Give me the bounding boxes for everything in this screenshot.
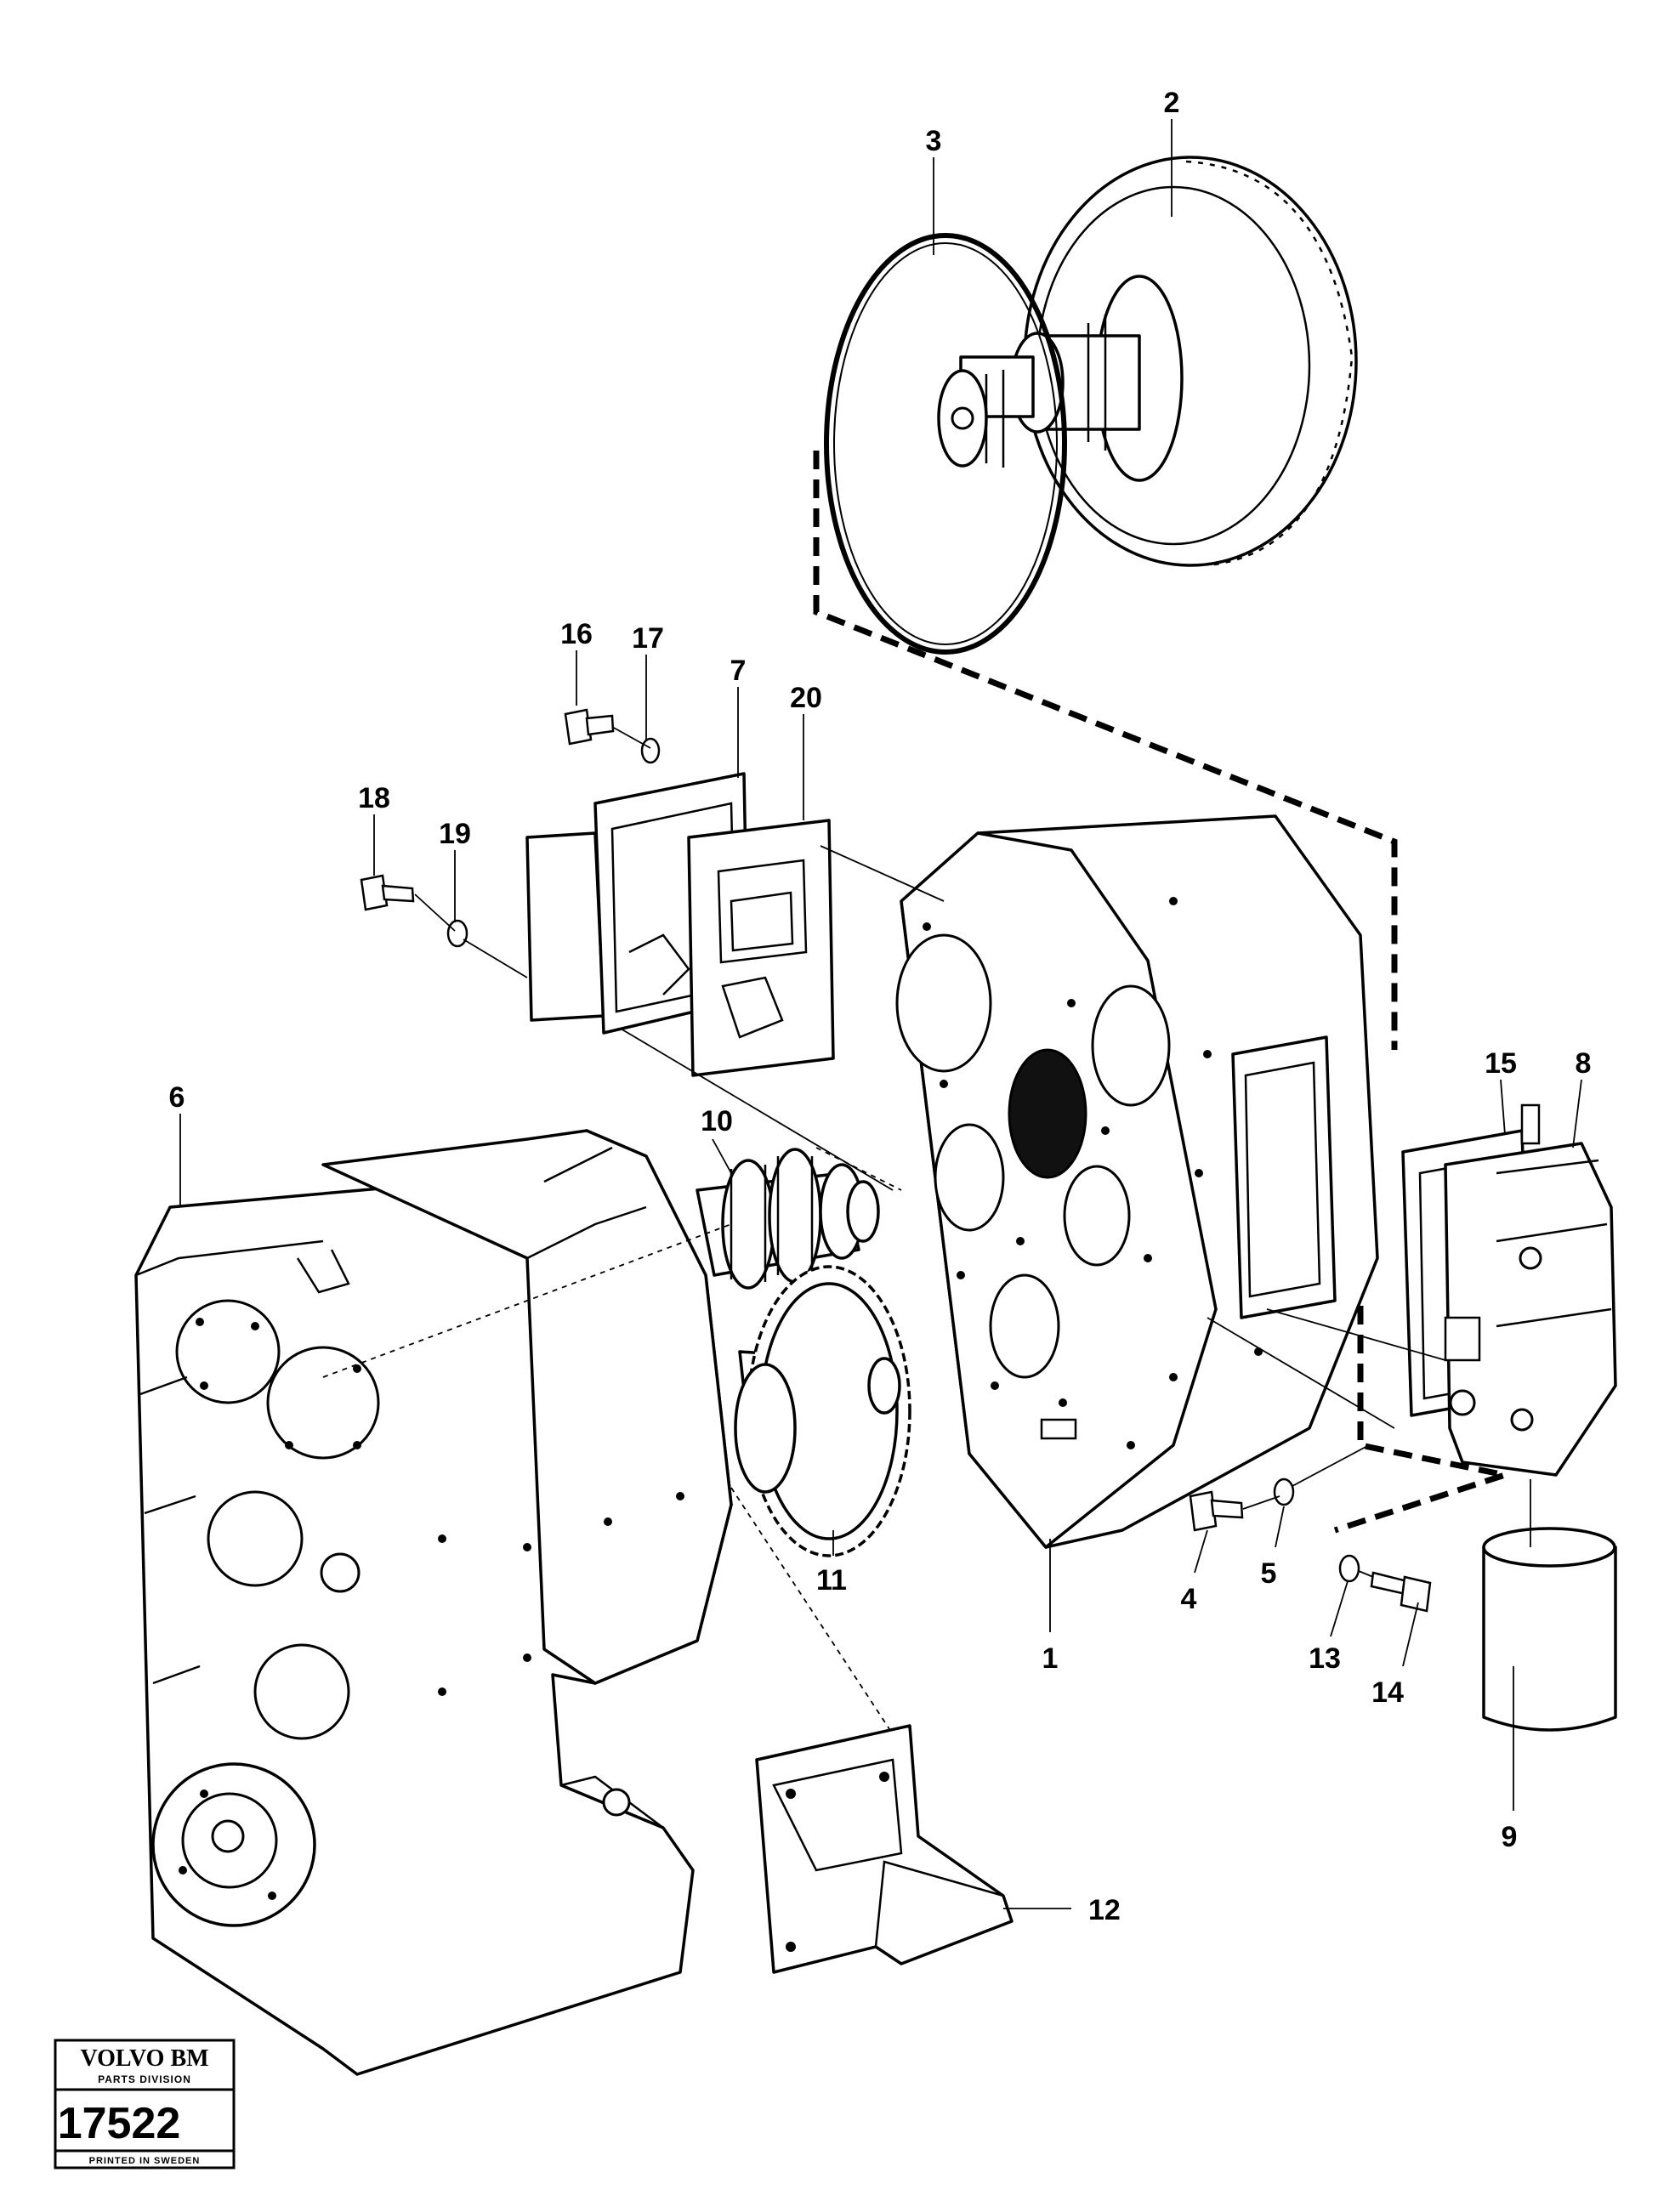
upper-gear-shaft — [696, 1148, 880, 1290]
callout-15: 15 — [1485, 1047, 1517, 1080]
callout-12: 12 — [1088, 1894, 1121, 1926]
callout-20: 20 — [790, 682, 822, 714]
lower-gear-shaft — [734, 1265, 911, 1557]
stamp-footer: PRINTED IN SWEDEN — [89, 2156, 201, 2166]
callout-leaders — [179, 119, 1582, 1909]
callout-6: 6 — [169, 1081, 185, 1114]
leader-lines — [322, 726, 1531, 1735]
callout-5: 5 — [1261, 1557, 1277, 1590]
bolt-16 — [564, 708, 615, 746]
transmission-housing — [895, 814, 1379, 1549]
callout-4: 4 — [1181, 1583, 1197, 1615]
washer-19 — [446, 919, 468, 948]
callout-7: 7 — [730, 655, 747, 687]
callout-2: 2 — [1164, 87, 1180, 119]
stamp-number: 17522 — [58, 2099, 181, 2148]
stamp-brand: VOLVO BM — [80, 2045, 208, 2072]
callout-8: 8 — [1576, 1047, 1592, 1080]
callout-14: 14 — [1371, 1676, 1404, 1709]
washer-17 — [640, 737, 661, 764]
mounting-bracket — [755, 1724, 1014, 1974]
stamp-division: PARTS DIVISION — [98, 2073, 191, 2085]
dashed-assembly-line-filter — [1333, 1190, 1517, 1534]
gearbox-casing — [134, 1129, 733, 2076]
callout-16: 16 — [560, 618, 593, 650]
torque-converter — [937, 156, 1358, 567]
bolt-4 — [1189, 1490, 1244, 1532]
oil-filter — [1482, 1527, 1617, 1732]
callout-13: 13 — [1309, 1642, 1341, 1675]
callout-10: 10 — [701, 1105, 733, 1137]
o-ring-seal — [824, 233, 1067, 655]
callout-17: 17 — [632, 622, 664, 655]
bolt-18 — [360, 874, 415, 911]
valve-gasket — [687, 819, 835, 1077]
washer-5 — [1273, 1478, 1295, 1506]
callout-9: 9 — [1502, 1821, 1518, 1853]
washer-13 — [1338, 1554, 1360, 1583]
volvo-bm-parts-stamp: VOLVO BM PARTS DIVISION 17522 PRINTED IN… — [54, 2039, 236, 2169]
callout-1: 1 — [1042, 1642, 1059, 1675]
callout-19: 19 — [439, 818, 471, 850]
callout-18: 18 — [358, 782, 390, 814]
hydraulic-valve-block — [1444, 1103, 1617, 1477]
dashed-assembly-line-converter — [813, 451, 1398, 1050]
callout-3: 3 — [926, 125, 942, 157]
callout-11: 11 — [816, 1564, 847, 1597]
bolt-14 — [1370, 1571, 1432, 1613]
